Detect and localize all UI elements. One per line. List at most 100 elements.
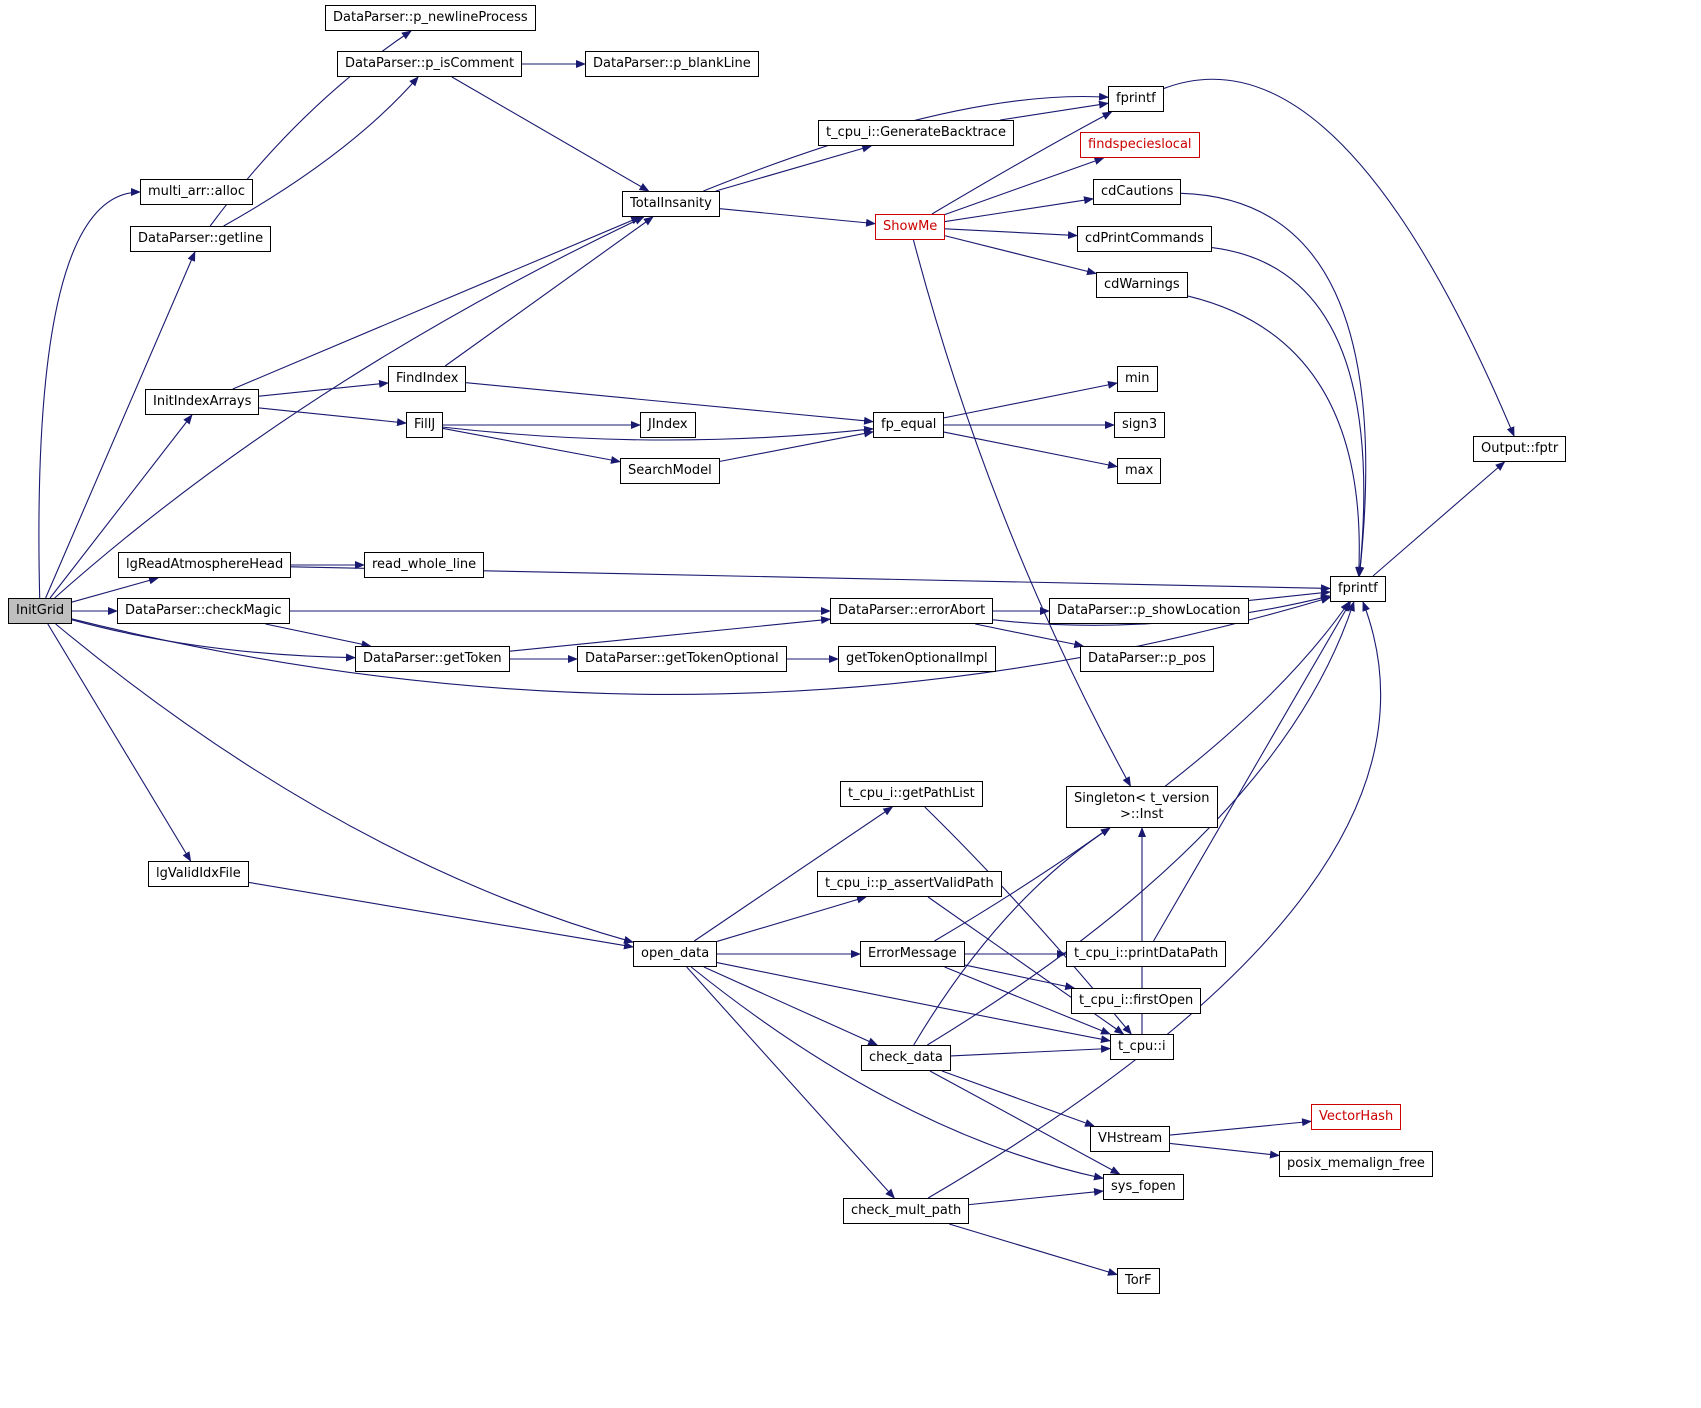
node-printdatapath[interactable]: t_cpu_i::printDataPath bbox=[1066, 941, 1227, 967]
node-firstopen[interactable]: t_cpu_i::firstOpen bbox=[1071, 988, 1202, 1014]
node-fprintf_t[interactable]: fprintf bbox=[1108, 86, 1164, 112]
edge-p_showlocation-fprintf_r bbox=[1248, 588, 1331, 602]
edge-fprintf_r-output_fptr bbox=[1372, 461, 1506, 577]
node-posix_memalign_free[interactable]: posix_memalign_free bbox=[1279, 1151, 1433, 1177]
node-t_cpu_i[interactable]: t_cpu::i bbox=[1110, 1034, 1174, 1060]
edge-errormessage-firstopen bbox=[964, 964, 1076, 991]
node-sign3[interactable]: sign3 bbox=[1114, 412, 1166, 438]
edge-fillj-fp_equal bbox=[442, 425, 874, 441]
node-lgvalididxfile[interactable]: lgValidIdxFile bbox=[148, 861, 249, 887]
node-vectorhash[interactable]: VectorHash bbox=[1311, 1104, 1402, 1130]
node-checkmagic[interactable]: DataParser::checkMagic bbox=[117, 598, 290, 624]
edge-initgrid-getline bbox=[45, 251, 196, 599]
node-findspecieslocal[interactable]: findspecieslocal bbox=[1080, 132, 1200, 158]
edge-check_data-sys_fopen bbox=[929, 1070, 1121, 1175]
node-findindex[interactable]: FindIndex bbox=[388, 366, 467, 392]
edge-cdprintcommands-fprintf_r bbox=[1211, 246, 1365, 577]
node-cdwarnings[interactable]: cdWarnings bbox=[1096, 272, 1188, 298]
node-read_whole_line[interactable]: read_whole_line bbox=[364, 552, 485, 578]
edge-showme-singleton_inst bbox=[912, 239, 1131, 787]
edge-initgrid-totalinsanity bbox=[54, 216, 645, 599]
node-p_blankline[interactable]: DataParser::p_blankLine bbox=[585, 51, 759, 77]
node-vhstream[interactable]: VHstream bbox=[1090, 1126, 1171, 1152]
edge-initindexarrays-totalinsanity bbox=[232, 216, 642, 390]
edge-showme-findspecieslocal bbox=[944, 157, 1105, 216]
node-getpathlist[interactable]: t_cpu_i::getPathList bbox=[840, 781, 983, 807]
node-output_fptr[interactable]: Output::fptr bbox=[1473, 436, 1567, 462]
node-p_newlineprocess[interactable]: DataParser::p_newlineProcess bbox=[325, 5, 536, 31]
edge-fp_equal-max bbox=[943, 431, 1118, 469]
edge-showme-cdprintcommands bbox=[944, 228, 1078, 240]
edge-check_data-t_cpu_i bbox=[950, 1044, 1111, 1057]
node-errorabort[interactable]: DataParser::errorAbort bbox=[830, 598, 994, 624]
edge-showme-fprintf_t bbox=[931, 111, 1113, 215]
edge-errormessage-t_cpu_i bbox=[944, 966, 1111, 1035]
edge-vhstream-vectorhash bbox=[1169, 1118, 1312, 1136]
edge-initgrid-lgvalididxfile bbox=[47, 623, 192, 862]
node-errormessage[interactable]: ErrorMessage bbox=[860, 941, 965, 967]
edge-open_data-check_mult_path bbox=[686, 966, 895, 1199]
node-check_data[interactable]: check_data bbox=[861, 1045, 951, 1071]
edge-findindex-fp_equal bbox=[465, 382, 874, 425]
node-singleton_inst[interactable]: Singleton< t_version >::Inst bbox=[1066, 786, 1218, 828]
edge-totalinsanity-showme bbox=[719, 208, 876, 227]
edge-cdcautions-fprintf_r bbox=[1180, 192, 1367, 577]
node-gettoken[interactable]: DataParser::getToken bbox=[355, 646, 510, 672]
node-fillj[interactable]: FillJ bbox=[406, 412, 444, 438]
node-open_data[interactable]: open_data bbox=[633, 941, 718, 967]
edge-check_mult_path-torf bbox=[949, 1223, 1118, 1276]
node-check_mult_path[interactable]: check_mult_path bbox=[843, 1198, 970, 1224]
edge-errormessage-fprintf_r bbox=[934, 601, 1350, 942]
node-gettokenoptionalimpl[interactable]: getTokenOptionalImpl bbox=[838, 646, 996, 672]
node-alloc[interactable]: multi_arr::alloc bbox=[140, 179, 253, 205]
node-max[interactable]: max bbox=[1117, 458, 1162, 484]
node-p_pos[interactable]: DataParser::p_pos bbox=[1080, 646, 1214, 672]
edge-open_data-p_assertvalidpath bbox=[716, 895, 867, 942]
edge-showme-cdcautions bbox=[944, 196, 1094, 223]
node-searchmodel[interactable]: SearchModel bbox=[620, 458, 720, 484]
node-sys_fopen[interactable]: sys_fopen bbox=[1103, 1174, 1184, 1200]
edge-check_mult_path-fprintf_r bbox=[927, 601, 1382, 1199]
node-cdprintcommands[interactable]: cdPrintCommands bbox=[1077, 226, 1212, 252]
edge-open_data-check_data bbox=[703, 966, 879, 1046]
node-jindex[interactable]: JIndex bbox=[640, 412, 696, 438]
edge-totalinsanity-generatebacktrace bbox=[715, 144, 873, 192]
edge-showme-cdwarnings bbox=[944, 235, 1097, 276]
edge-findindex-totalinsanity bbox=[444, 216, 654, 367]
edge-open_data-getpathlist bbox=[693, 806, 894, 942]
edge-open_data-sys_fopen bbox=[690, 966, 1104, 1181]
node-fp_equal[interactable]: fp_equal bbox=[873, 412, 945, 438]
node-lgreadatmospherehead[interactable]: lgReadAtmosphereHead bbox=[118, 552, 292, 578]
edge-open_data-t_cpu_i bbox=[716, 962, 1111, 1044]
node-totalinsanity[interactable]: TotalInsanity bbox=[622, 191, 720, 217]
edge-initgrid-gettoken bbox=[71, 619, 356, 662]
edge-initindexarrays-findindex bbox=[258, 379, 389, 397]
node-showme[interactable]: ShowMe bbox=[875, 214, 946, 240]
edge-checkmagic-gettoken bbox=[265, 623, 372, 649]
node-min[interactable]: min bbox=[1117, 366, 1158, 392]
edge-gettoken-errorabort bbox=[509, 616, 831, 652]
edge-errorabort-p_pos bbox=[975, 623, 1085, 649]
edge-check_data-vhstream bbox=[941, 1070, 1095, 1127]
edge-fillj-searchmodel bbox=[442, 427, 621, 464]
node-p_iscomment[interactable]: DataParser::p_isComment bbox=[337, 51, 523, 77]
node-torf[interactable]: TorF bbox=[1117, 1268, 1160, 1294]
node-cdcautions[interactable]: cdCautions bbox=[1093, 179, 1182, 205]
node-p_assertvalidpath[interactable]: t_cpu_i::p_assertValidPath bbox=[817, 871, 1002, 897]
edge-getline-p_iscomment bbox=[223, 76, 419, 227]
node-fprintf_r[interactable]: fprintf bbox=[1330, 576, 1386, 602]
node-generatebacktrace[interactable]: t_cpu_i::GenerateBacktrace bbox=[818, 120, 1014, 146]
edge-check_mult_path-sys_fopen bbox=[968, 1188, 1104, 1206]
edge-printdatapath-fprintf_r bbox=[1153, 601, 1351, 942]
node-gettokenoptional[interactable]: DataParser::getTokenOptional bbox=[577, 646, 787, 672]
edge-initgrid-open_data bbox=[55, 623, 634, 944]
node-p_showlocation[interactable]: DataParser::p_showLocation bbox=[1049, 598, 1249, 624]
edge-check_data-singleton_inst bbox=[913, 827, 1111, 1046]
node-initgrid[interactable]: InitGrid bbox=[8, 598, 73, 624]
edge-cdwarnings-fprintf_r bbox=[1187, 295, 1364, 577]
edge-initgrid-initindexarrays bbox=[49, 414, 193, 599]
node-initindexarrays[interactable]: InitIndexArrays bbox=[145, 389, 260, 415]
node-getline[interactable]: DataParser::getline bbox=[130, 226, 272, 252]
